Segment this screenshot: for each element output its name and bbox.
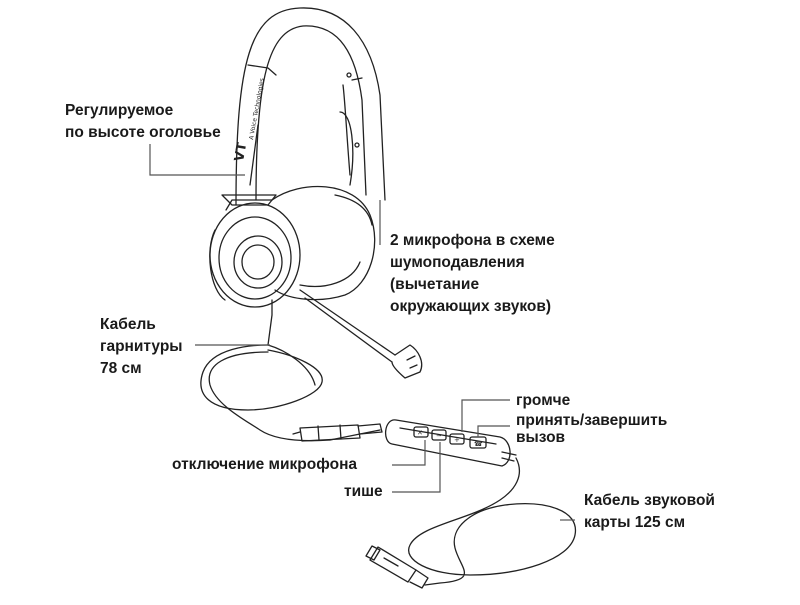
- mute-button[interactable]: ✕: [417, 429, 423, 437]
- headset-cable: [200, 299, 381, 442]
- headset-cable-label: Кабель гарнитуры 78 см: [100, 316, 183, 377]
- soundcard-cable-label: Кабель звуковой карты 125 см: [584, 492, 715, 531]
- mute-leader: [392, 440, 426, 466]
- brand-logo: VT A Voice Technologies: [232, 78, 266, 163]
- left-ear-cup: [209, 194, 301, 308]
- callout-lines: [149, 144, 575, 521]
- volume-down-label: тише: [344, 483, 383, 500]
- mute-label: отключение микрофона: [172, 456, 358, 473]
- answer-end-label: принять/завершить вызов: [516, 412, 668, 446]
- microphone-boom: [299, 289, 423, 379]
- soundcard-cable: [408, 457, 577, 586]
- volume-down-button[interactable]: −: [436, 432, 442, 440]
- usb-plug: [365, 545, 429, 589]
- inline-controller-shape: [385, 419, 517, 467]
- svg-text:VT: VT: [232, 141, 250, 162]
- controller-buttons: ✕ − + ☎: [417, 429, 483, 448]
- volume-up-leader: [461, 399, 510, 432]
- audio-jack: [292, 423, 383, 442]
- answer-leader: [477, 425, 510, 437]
- call-button[interactable]: ☎: [474, 440, 483, 448]
- right-ear-cushion: [271, 185, 376, 301]
- microphones-label: 2 микрофона в схеме шумоподавления (выче…: [390, 232, 555, 315]
- headband-label: Регулируемое по высоте оголовье: [65, 102, 221, 141]
- volume-down-leader: [392, 442, 441, 493]
- headband: [235, 7, 386, 206]
- headband-leader: [149, 144, 245, 176]
- volume-up-button[interactable]: +: [454, 436, 460, 444]
- volume-up-label: громче: [516, 392, 571, 409]
